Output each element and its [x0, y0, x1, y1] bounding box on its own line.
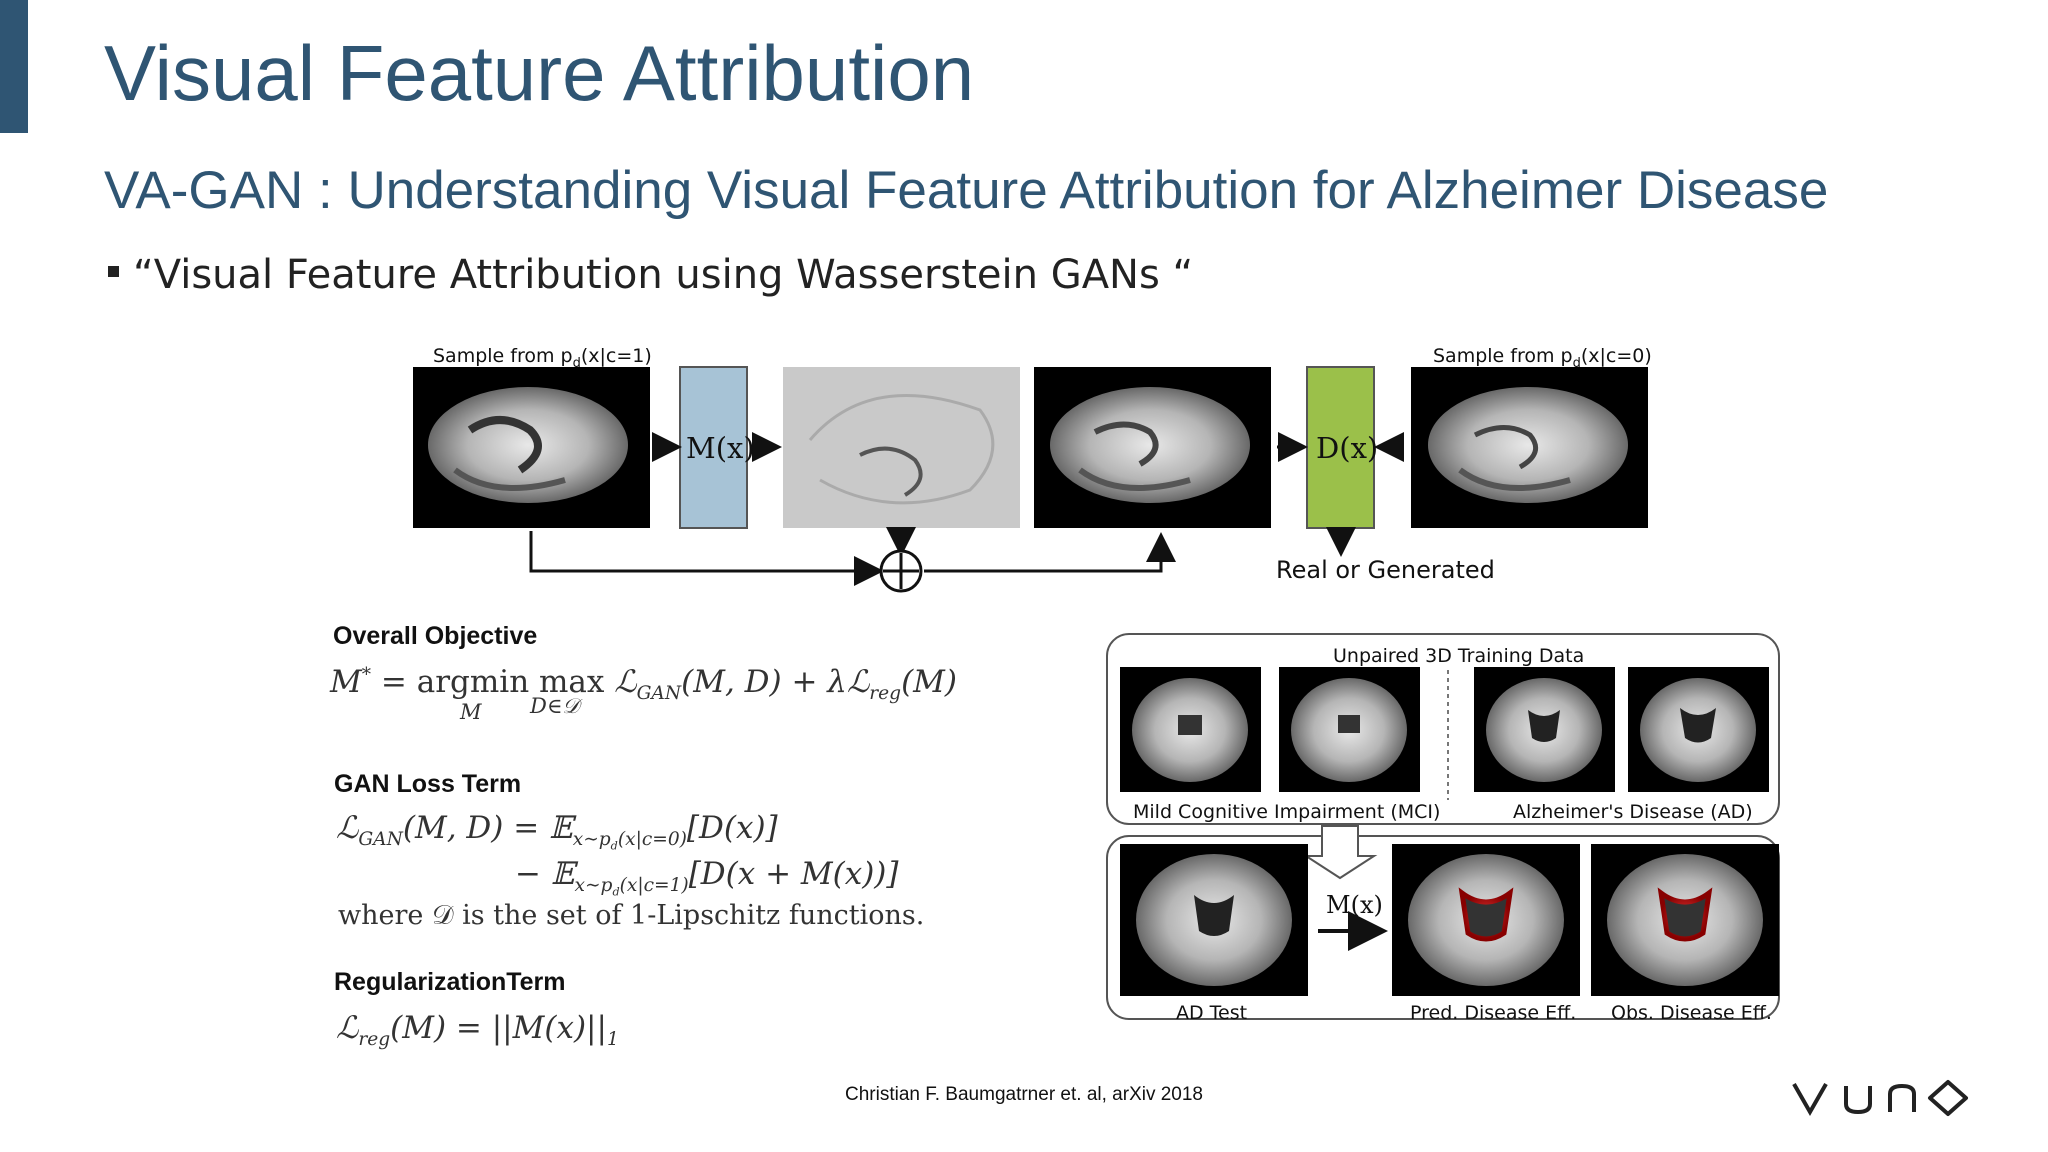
sum-to-generated-line: [924, 532, 1176, 573]
objective-heading: Overall Objective: [333, 622, 538, 650]
input-brain-image: [413, 367, 650, 528]
mci-brain-2: [1279, 667, 1420, 792]
critic-label: D(x): [1316, 431, 1378, 465]
citation-footer: Christian F. Baumgatrner et. al, arXiv 2…: [845, 1084, 1204, 1105]
mci-label: Mild Cognitive Impairment (MCI): [1133, 801, 1440, 823]
skip-connection-line: [529, 531, 884, 586]
output-label: Real or Generated: [1276, 556, 1495, 584]
objective-equation: M* = argmin max ℒGAN(M, D) + λℒreg(M): [330, 664, 958, 705]
ad-label: Alzheimer's Disease (AD): [1513, 801, 1753, 823]
bullet-item: “Visual Feature Attribution using Wasser…: [108, 252, 1193, 298]
slide-title: Visual Feature Attribution: [104, 29, 975, 117]
gan-loss-heading: GAN Loss Term: [334, 770, 522, 798]
down-arrow-icon: [1302, 825, 1378, 880]
bullet-marker: [108, 265, 119, 277]
ad-test-brain: [1120, 844, 1308, 996]
generated-brain-image: [1034, 367, 1271, 528]
max-subscript: D∈𝒟: [530, 694, 580, 718]
bullet-text: “Visual Feature Attribution using Wasser…: [133, 252, 1194, 298]
ad-brain-1: [1474, 667, 1615, 792]
ad-brain-2: [1628, 667, 1769, 792]
sample-left-caption: Sample from pd(x|c=1): [433, 345, 652, 371]
difference-map-image: [783, 367, 1020, 528]
argmin-subscript: M: [460, 700, 482, 724]
vuno-logo-mark: [1792, 1080, 1968, 1117]
slide-subtitle: VA-GAN : Understanding Visual Feature At…: [104, 161, 1829, 220]
pred-label: Pred. Disease Eff.: [1410, 1002, 1576, 1024]
target-brain-image: [1411, 367, 1648, 528]
accent-bar: [0, 0, 28, 133]
panel-title: Unpaired 3D Training Data: [1333, 645, 1584, 667]
ad-test-label: AD Test: [1176, 1002, 1247, 1024]
vuno-logo: [1790, 1075, 1980, 1129]
obs-disease-effect-image: [1591, 844, 1779, 996]
gan-loss-equation-line1: ℒGAN(M, D) = 𝔼x∼pd(x|c=0)[D(x)]: [336, 810, 778, 853]
obs-label: Obs. Disease Eff.: [1611, 1002, 1772, 1024]
gan-loss-equation-line2: − 𝔼x∼pd(x|c=1)[D(x + M(x))]: [515, 856, 899, 899]
sample-right-caption: Sample from pd(x|c=0): [1433, 345, 1652, 371]
panel-mapper-label: M(x): [1326, 891, 1383, 919]
mci-brain-1: [1120, 667, 1261, 792]
pred-disease-effect-image: [1392, 844, 1580, 996]
sum-node-icon: [879, 549, 923, 593]
mapper-label: M(x): [686, 431, 755, 465]
lipschitz-note: where 𝒟 is the set of 1-Lipschitz functi…: [338, 900, 925, 931]
regularization-heading: RegularizationTerm: [334, 968, 566, 996]
regularization-equation: ℒreg(M) = ||M(x)||1: [336, 1010, 619, 1051]
